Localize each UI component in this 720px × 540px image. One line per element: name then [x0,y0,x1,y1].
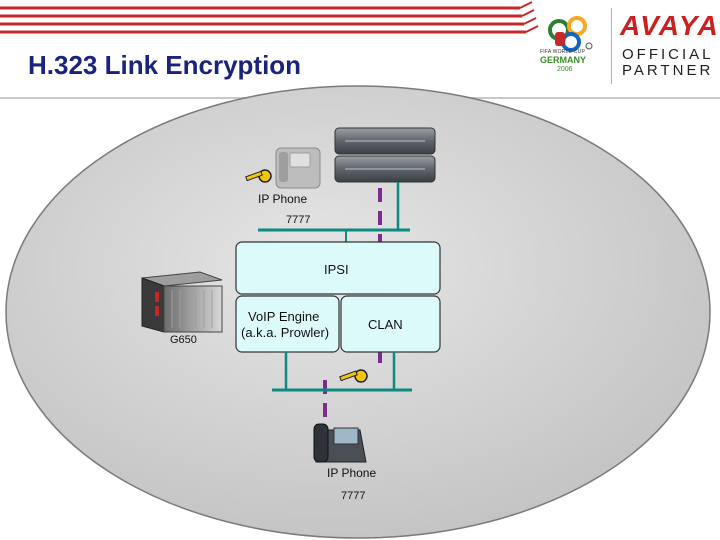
partner-line-partner: PARTNER [622,62,714,79]
world-cup-logo [548,16,593,52]
avaya-logo: AVAYA [620,10,720,41]
encryption-key-icon-bottom [339,369,368,383]
header-stripes [0,1,539,34]
top-phone-label: IP Phone [258,192,308,206]
bottom-phone-label: IP Phone [327,466,377,480]
world-cup-small-text: FIFA WORLD CUP [540,49,586,55]
world-cup-host: GERMANY [540,55,587,65]
g650-gateway-icon [141,271,223,333]
voip-engine-module [235,295,340,353]
partner-line-official: OFFICIAL [622,46,714,63]
top-phone-extension: 7777 [286,214,311,226]
g650-label: G650 [170,334,197,346]
ipsi-label: IPSI [324,262,349,277]
encryption-key-icon-top [245,169,272,183]
clan-label: CLAN [368,317,403,332]
bottom-phone-extension: 7777 [341,490,366,502]
bottom-ip-phone-icon [313,423,367,463]
top-ip-phone-icon [275,147,321,189]
slide-title: H.323 Link Encryption [28,50,302,80]
voip-engine-label-line2: (a.k.a. Prowler) [241,325,330,340]
world-cup-year: 2006 [557,66,573,73]
ipsi-module [235,241,441,295]
voip-engine-label-line1: VoIP Engine [248,309,320,324]
logo-divider [611,8,612,84]
clan-module [340,295,441,353]
server-icon [334,127,436,183]
